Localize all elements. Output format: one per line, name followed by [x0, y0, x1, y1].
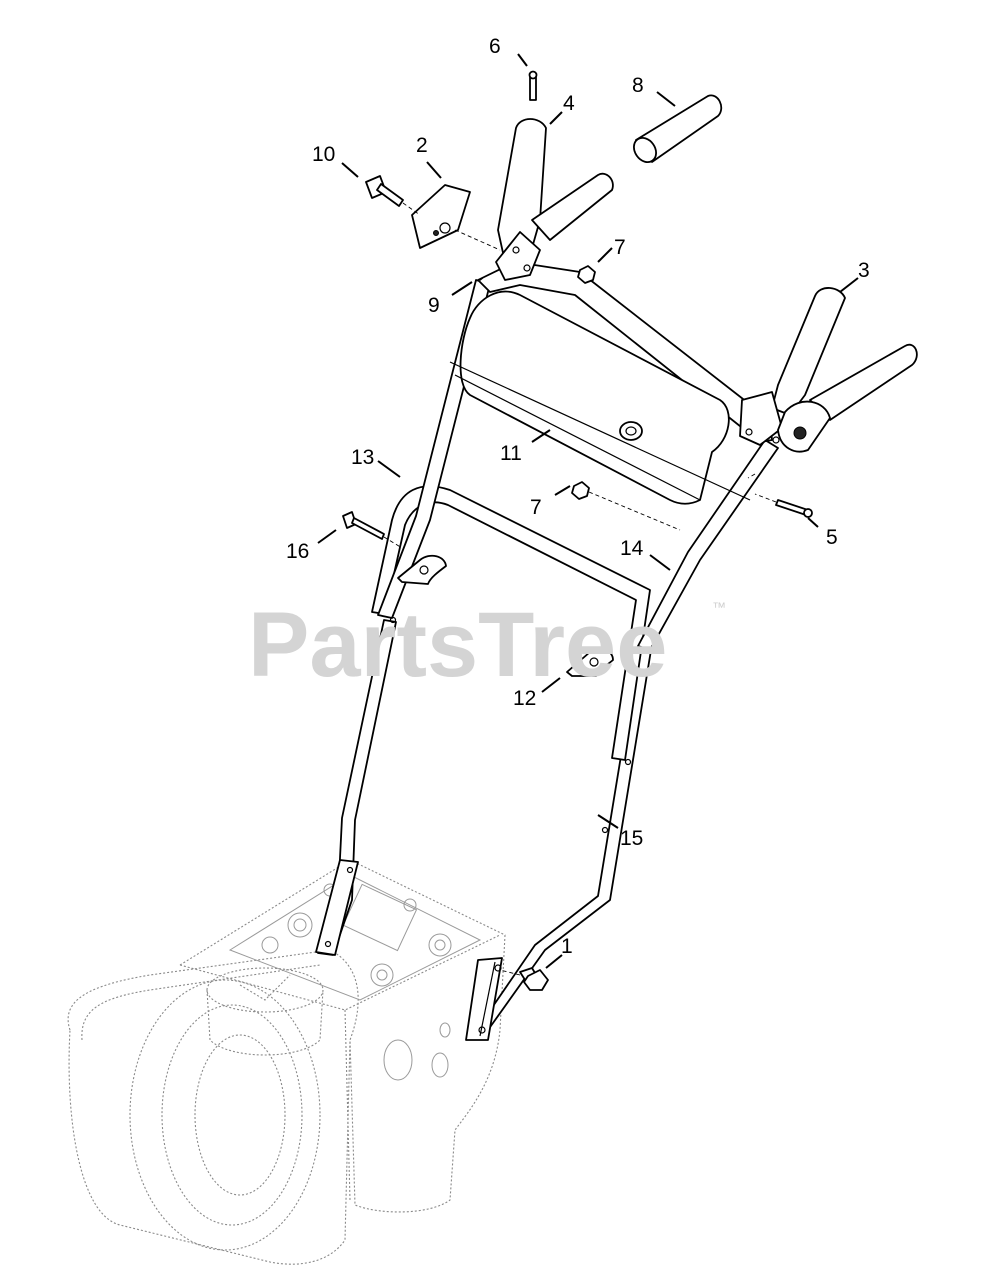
carriage-bolt	[754, 493, 813, 518]
hex-nut-lower	[571, 481, 681, 531]
hex-bolt	[342, 511, 403, 549]
grip-sleeve	[633, 94, 723, 163]
pin	[528, 70, 538, 101]
bracket-plate	[411, 184, 501, 251]
upper-handle-uframe	[371, 485, 651, 761]
callout-labels: 6 4 8 10 2 7 9 3 11 13 7 5 16 14 12 15 1	[286, 35, 870, 958]
hex-nut-upper	[577, 265, 596, 284]
callout-15: 15	[620, 827, 643, 850]
callout-7-lower: 7	[530, 496, 542, 519]
left-handle-grip	[495, 118, 614, 281]
lower-handle-left	[315, 616, 397, 956]
callout-4: 4	[563, 92, 575, 115]
callout-14: 14	[620, 537, 644, 560]
upper-handle-main	[377, 261, 779, 651]
callout-3: 3	[858, 259, 870, 282]
wing-knob-right	[566, 647, 614, 677]
callout-11: 11	[500, 442, 522, 465]
right-handle-grip	[739, 287, 918, 453]
watermark: PartsTree ™	[248, 594, 726, 696]
callout-16: 16	[286, 540, 309, 563]
callout-leaders	[317, 53, 859, 969]
callout-13: 13	[351, 446, 374, 469]
flange-bolt	[499, 967, 549, 991]
callout-8: 8	[632, 74, 644, 97]
callout-2: 2	[416, 134, 428, 157]
watermark-text: PartsTree	[248, 594, 667, 696]
wing-knob-left	[397, 554, 447, 585]
callout-7-upper: 7	[614, 236, 626, 259]
shoulder-bolt	[365, 175, 421, 216]
callout-6: 6	[489, 35, 501, 58]
callout-5: 5	[826, 526, 838, 549]
housing-ghost	[67, 859, 506, 1265]
control-panel	[449, 290, 751, 505]
callout-9: 9	[428, 294, 440, 317]
callout-12: 12	[513, 687, 536, 710]
callout-1: 1	[561, 935, 573, 958]
callout-10: 10	[312, 143, 335, 166]
watermark-trademark: ™	[712, 599, 726, 615]
